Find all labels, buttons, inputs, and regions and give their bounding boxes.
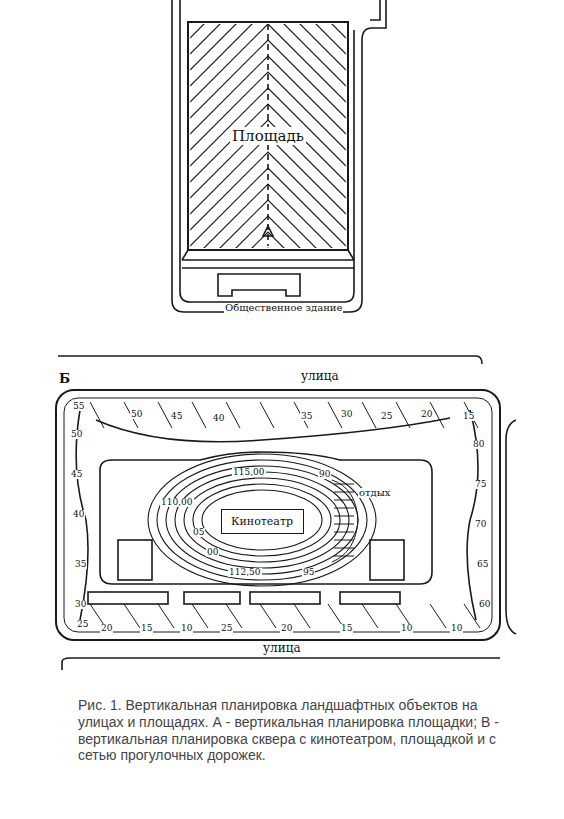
street-label: улица: [262, 642, 302, 654]
plaza-edge: [182, 250, 354, 268]
plaza-drawing: [172, 0, 386, 342]
platform: [370, 540, 404, 580]
street-curb: [476, 356, 482, 364]
elevation-mark: 20: [100, 624, 113, 633]
slope-stroke: [362, 402, 376, 428]
slope-stroke: [396, 402, 410, 428]
contour-lines: [148, 454, 376, 586]
contour: [157, 460, 367, 580]
contour: [193, 484, 331, 556]
walk-path: [76, 410, 478, 620]
elevation-mark: 15: [340, 624, 353, 633]
platform: [340, 592, 400, 604]
elevation-mark: 55: [72, 402, 85, 411]
elevation-mark: 25: [220, 624, 233, 633]
contour: [184, 478, 340, 562]
square-drawing: [56, 356, 516, 670]
contour: [202, 490, 322, 550]
elevation-mark: 15: [140, 624, 153, 633]
elevation-mark: 05: [192, 528, 205, 537]
elevation-mark: 40: [212, 414, 225, 423]
road-curb: [172, 0, 386, 312]
plaza-area: Площадь: [188, 22, 348, 250]
elevation-mark: 25: [380, 412, 393, 421]
elevation-mark: 35: [300, 412, 313, 421]
elevation-mark: 10: [180, 624, 193, 633]
slope-lines: [90, 402, 480, 628]
contour: [148, 454, 376, 586]
street-label: улица: [300, 370, 340, 382]
slope-stroke: [362, 604, 378, 628]
platform: [184, 592, 240, 604]
slope-stroke: [158, 604, 174, 628]
slope-stroke: [260, 604, 276, 628]
elevation-mark: 75: [474, 480, 487, 489]
elevation-mark: 45: [70, 470, 83, 479]
platform: [88, 592, 168, 604]
hatch-stroke: [190, 72, 346, 150]
square-boundary: [56, 390, 500, 640]
platform: [250, 592, 320, 604]
elevation-mark: 10: [400, 624, 413, 633]
figure-caption: Рис. 1. Вертикальная планировка ландшафт…: [78, 697, 518, 764]
elevation-mark: 110,00: [160, 498, 194, 507]
elevation-mark: 20: [280, 624, 293, 633]
slope-stroke: [260, 402, 274, 428]
slope-stroke: [192, 402, 206, 428]
elevation-mark: 40: [72, 510, 85, 519]
elevation-mark: 15: [462, 412, 475, 421]
node-label: Кинотеатр: [229, 515, 295, 528]
plaza-outline: [188, 22, 348, 250]
elevation-mark: 90: [318, 470, 331, 479]
elevation-mark: 65: [476, 560, 489, 569]
building-label: Общественное здание: [224, 303, 343, 313]
slope-stroke: [124, 604, 140, 628]
square-edge: [64, 398, 492, 632]
area-label: отдых: [358, 488, 391, 498]
elevation-mark: 25: [76, 620, 89, 629]
slope-stroke: [430, 604, 446, 628]
slope-stroke: [192, 604, 208, 628]
figure-letter: Б: [58, 372, 71, 385]
ridge-mark: [263, 226, 273, 236]
elevation-mark: 50: [70, 430, 83, 439]
elevation-mark: 35: [74, 560, 87, 569]
public-building: [218, 274, 300, 296]
elevation-mark: 80: [472, 440, 485, 449]
contour: [166, 466, 358, 574]
platform: [118, 540, 152, 580]
elevation-mark: 30: [74, 600, 87, 609]
elevation-mark: 112,50: [228, 568, 262, 577]
walk-path: [96, 418, 450, 442]
road-curb: [370, 0, 380, 20]
stairs: [332, 480, 358, 562]
elevation-mark: 10: [450, 624, 463, 633]
node-label: Площадь: [230, 127, 306, 145]
elevation-mark: 70: [474, 520, 487, 529]
slope-stroke: [226, 402, 240, 428]
street-curb: [62, 658, 500, 670]
cinema-building: Кинотеатр: [221, 509, 304, 534]
walk-path: [100, 452, 432, 584]
slope-hatching: [190, 24, 346, 248]
elevation-mark: 50: [130, 410, 143, 419]
elevation-mark: 60: [478, 600, 491, 609]
elevation-mark: 20: [420, 410, 433, 419]
elevation-mark: 30: [340, 410, 353, 419]
street-curb: [58, 355, 476, 357]
road-curb: [180, 0, 354, 302]
elevation-mark: 00: [206, 548, 219, 557]
elevation-mark: 95: [302, 568, 315, 577]
elevation-mark: 45: [170, 412, 183, 421]
slope-stroke: [294, 604, 310, 628]
elevation-mark: 115,00: [232, 468, 266, 477]
contour: [175, 472, 349, 568]
slope-stroke: [90, 402, 104, 428]
street-curb: [506, 420, 516, 634]
